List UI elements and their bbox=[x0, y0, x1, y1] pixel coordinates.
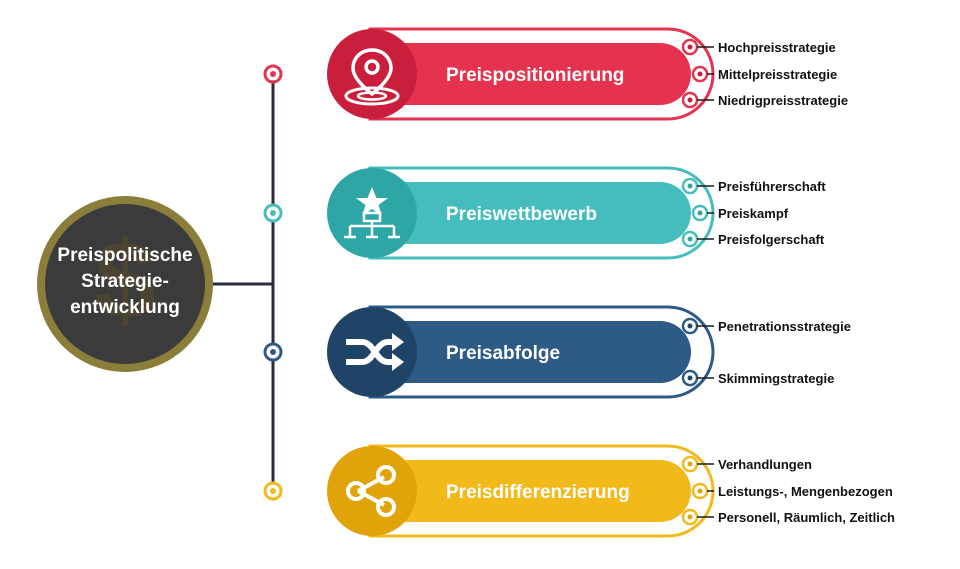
center-title-line-1: Preispolitische bbox=[57, 245, 192, 266]
connector-lines bbox=[205, 74, 275, 491]
banner-title: Preisdifferenzierung bbox=[446, 482, 630, 503]
leaf-dot-core bbox=[697, 488, 703, 494]
leaf-dot-core bbox=[697, 71, 703, 77]
share-icon bbox=[346, 465, 396, 517]
branch-1: Preispositionierung HochpreisstrategieMit… bbox=[263, 27, 848, 121]
banner-title: Preispositionierung bbox=[446, 65, 624, 86]
banner-fill bbox=[370, 43, 691, 105]
leaf-label: Niedrigpreisstrategie bbox=[718, 93, 848, 108]
branch-3: Preisabfolge PenetrationsstrategieSkimmin… bbox=[263, 305, 851, 399]
trunk-node-core bbox=[270, 488, 276, 494]
location-pin-icon bbox=[344, 48, 400, 106]
dollar-icon: $ bbox=[94, 219, 155, 342]
leaf-dot-core bbox=[687, 461, 693, 467]
leaf-dot-core bbox=[687, 236, 693, 242]
trunk-node-core bbox=[270, 349, 276, 355]
leaf-label: Mittelpreisstrategie bbox=[718, 67, 837, 82]
podium-star-icon bbox=[344, 187, 400, 239]
leaf-label: Preiskampf bbox=[718, 206, 789, 221]
banner-fill bbox=[370, 460, 691, 522]
leaf-dot-core bbox=[687, 97, 693, 103]
banner-fill bbox=[370, 182, 691, 244]
center-title-line-3: entwicklung bbox=[70, 297, 180, 318]
leaf-label: Preisführerschaft bbox=[718, 179, 826, 194]
leaf-label: Leistungs-, Mengenbezogen bbox=[718, 484, 893, 499]
banner-title: Preisabfolge bbox=[446, 343, 560, 364]
banner-fill bbox=[370, 321, 691, 383]
leaf-label: Penetrationsstrategie bbox=[718, 319, 851, 334]
trunk-node-core bbox=[270, 210, 276, 216]
leaf-label: Personell, Räumlich, Zeitlich bbox=[718, 510, 895, 525]
center-circle bbox=[45, 204, 205, 364]
leaf-dot-core bbox=[687, 323, 693, 329]
branch-list: Preispositionierung HochpreisstrategieMit… bbox=[263, 27, 895, 538]
shuffle-icon bbox=[346, 333, 404, 371]
leaf-dot-core bbox=[687, 514, 693, 520]
branch-4: Preisdifferenzierung VerhandlungenLeistun… bbox=[263, 444, 895, 538]
leaf-dot-core bbox=[687, 44, 693, 50]
leaf-label: Verhandlungen bbox=[718, 457, 812, 472]
leaf-label: Hochpreisstrategie bbox=[718, 40, 836, 55]
leaf-label: Skimmingstrategie bbox=[718, 371, 834, 386]
leaf-dot-core bbox=[687, 375, 693, 381]
leaf-dot-core bbox=[687, 183, 693, 189]
center-node: $ Preispolitische Strategie- entwicklung bbox=[37, 196, 213, 372]
leaf-dot-core bbox=[697, 210, 703, 216]
trunk-node-core bbox=[270, 71, 276, 77]
banner-icon-circle bbox=[327, 446, 417, 536]
banner-title: Preiswettbewerb bbox=[446, 204, 597, 225]
center-title-line-2: Strategie- bbox=[81, 271, 169, 292]
leaf-label: Preisfolgerschaft bbox=[718, 232, 825, 247]
branch-2: Preiswettbewerb PreisführerschaftPreiskam… bbox=[263, 166, 826, 260]
